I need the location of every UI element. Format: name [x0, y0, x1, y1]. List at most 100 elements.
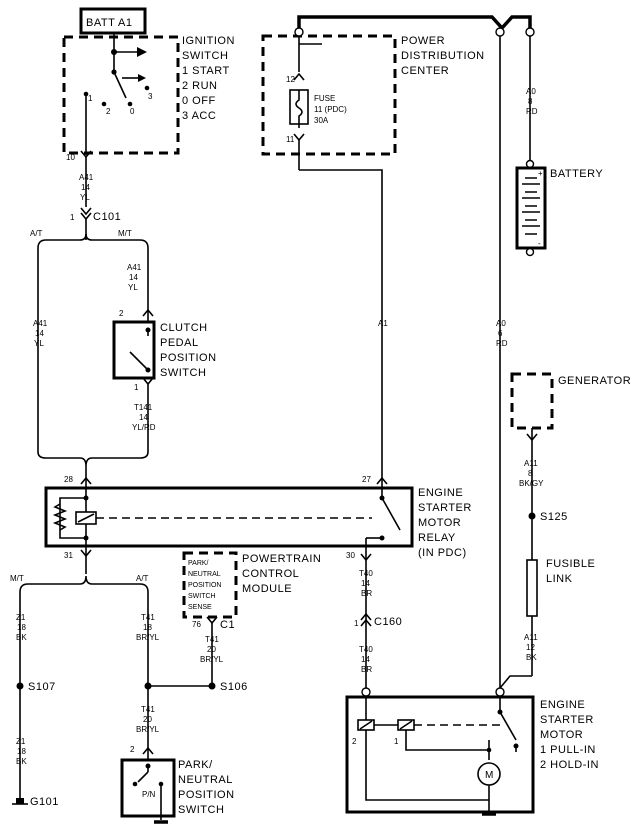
pcm-inner-label: PARK/NEUTRAL POSITION SWITCH SENSE: [188, 560, 221, 611]
svg-text:A11: A11: [524, 633, 538, 642]
s125-label: S125: [540, 511, 568, 523]
svg-text:DISTRIBUTION: DISTRIBUTION: [401, 50, 485, 62]
svg-text:BK: BK: [16, 633, 27, 642]
svg-text:NEUTRAL: NEUTRAL: [188, 571, 221, 578]
mt-branch-bot: M/T: [10, 574, 24, 583]
svg-text:(IN PDC): (IN PDC): [418, 547, 467, 559]
fuse-pin-11: 11: [286, 135, 295, 144]
mt-branch-top: M/T: [118, 229, 132, 238]
svg-text:BR/YL: BR/YL: [200, 655, 224, 664]
svg-text:FUSE: FUSE: [314, 94, 335, 103]
c101-label: C101: [93, 211, 121, 223]
batt-a1-label: BATT A1: [86, 17, 133, 29]
svg-text:14: 14: [361, 655, 370, 664]
svg-text:14: 14: [361, 579, 370, 588]
pin-1-clutch: 1: [134, 383, 139, 392]
pin-76: 76: [192, 620, 201, 629]
starter-relay-box: [44, 486, 414, 548]
pin-1-c101: 1: [70, 213, 75, 222]
svg-text:POWERTRAIN: POWERTRAIN: [242, 553, 321, 565]
svg-text:YL: YL: [34, 339, 44, 348]
s107-label: S107: [28, 681, 56, 693]
svg-text:A11: A11: [524, 459, 538, 468]
batt-a1-box: [79, 7, 147, 35]
svg-text:IGNITION: IGNITION: [182, 35, 235, 47]
ign-pos-0: 0: [130, 107, 135, 116]
svg-text:SENSE: SENSE: [188, 604, 212, 611]
ign-pos-3: 3: [148, 92, 153, 101]
svg-text:PARK/: PARK/: [178, 759, 213, 771]
pdc-box: [261, 34, 397, 156]
svg-text:CLUTCH: CLUTCH: [160, 322, 208, 334]
svg-text:NEUTRAL: NEUTRAL: [178, 774, 233, 786]
fuse-label: FUSE 11 (PDC) 30A: [314, 94, 347, 125]
svg-text:POSITION: POSITION: [160, 352, 217, 364]
svg-text:SWITCH: SWITCH: [188, 593, 216, 600]
svg-text:POSITION: POSITION: [188, 582, 221, 589]
svg-text:MODULE: MODULE: [242, 583, 292, 595]
svg-text:A41: A41: [79, 173, 94, 182]
svg-text:+: +: [538, 169, 543, 178]
svg-text:20: 20: [207, 645, 216, 654]
at-mt-brace: [37, 233, 149, 249]
pin-2-clutch: 2: [119, 309, 124, 318]
svg-text:BK/GY: BK/GY: [519, 479, 544, 488]
svg-text:T41: T41: [141, 613, 155, 622]
svg-text:PEDAL: PEDAL: [160, 337, 199, 349]
wire-a1: A1: [378, 319, 388, 328]
at-branch-top: A/T: [30, 229, 43, 238]
svg-text:A0: A0: [526, 87, 536, 96]
svg-text:-: -: [538, 239, 541, 248]
pin-2-pn: 2: [130, 745, 135, 754]
battery-feed-bus: [297, 15, 532, 32]
svg-text:ENGINE: ENGINE: [418, 487, 463, 499]
svg-text:PARK/: PARK/: [188, 560, 209, 567]
clutch-switch-box: [112, 320, 156, 380]
svg-text:11 (PDC): 11 (PDC): [314, 105, 347, 114]
fusible-link: [526, 559, 538, 617]
merge-brace: [37, 451, 149, 467]
svg-text:BK: BK: [526, 653, 537, 662]
pcm-box: [182, 551, 238, 619]
starter-motor-box: [345, 695, 535, 814]
g101-label: G101: [30, 796, 59, 808]
svg-text:18: 18: [17, 623, 26, 632]
svg-text:SWITCH: SWITCH: [178, 804, 224, 816]
svg-text:Z1: Z1: [16, 737, 26, 746]
pin-30: 30: [346, 551, 355, 560]
fuse-pin-12: 12: [286, 75, 295, 84]
svg-text:STARTER: STARTER: [540, 714, 594, 726]
svg-text:6: 6: [498, 329, 503, 338]
c1-label: C1: [220, 619, 235, 631]
svg-text:14: 14: [129, 273, 138, 282]
battery-label: BATTERY: [550, 168, 603, 180]
svg-text:STARTER: STARTER: [418, 502, 472, 514]
svg-text:MOTOR: MOTOR: [540, 729, 583, 741]
svg-text:CENTER: CENTER: [401, 65, 449, 77]
svg-text:20: 20: [143, 715, 152, 724]
svg-text:0 OFF: 0 OFF: [182, 95, 216, 107]
ign-pos-2: 2: [106, 107, 111, 116]
svg-text:30A: 30A: [314, 116, 329, 125]
pin-1-starter: 1: [394, 737, 399, 746]
svg-text:14: 14: [81, 183, 90, 192]
svg-text:1 START: 1 START: [182, 65, 230, 77]
lower-brace: [19, 575, 149, 593]
svg-text:8: 8: [528, 97, 533, 106]
svg-text:14: 14: [139, 413, 148, 422]
motor-label: M: [485, 770, 493, 781]
svg-text:A41: A41: [127, 263, 142, 272]
battery-symbol: [515, 166, 547, 250]
pin-27: 27: [362, 475, 371, 484]
